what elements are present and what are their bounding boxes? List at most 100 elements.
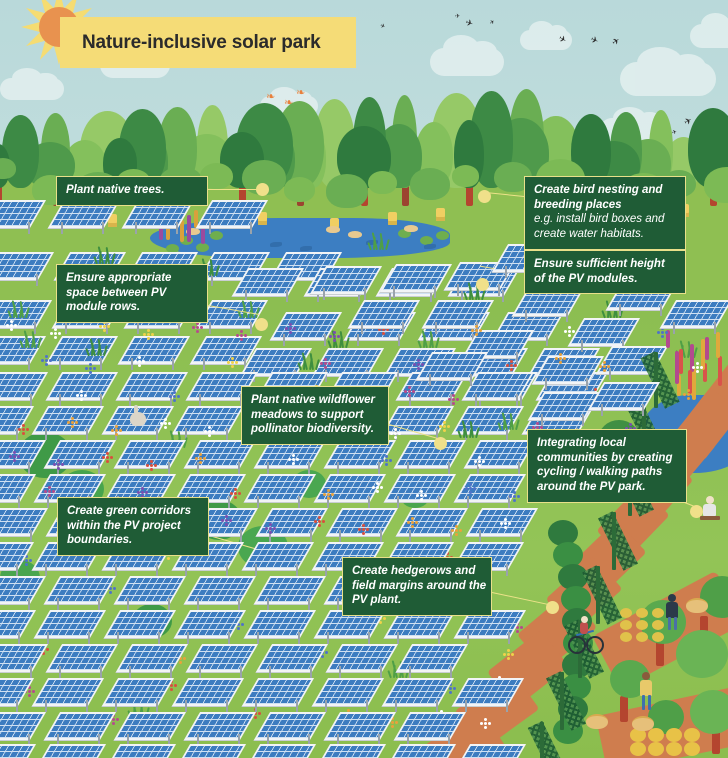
wildflower xyxy=(195,453,207,465)
callout-line: communities by creating xyxy=(537,451,673,464)
wildflower xyxy=(381,455,393,467)
solar-panel xyxy=(45,644,119,678)
wildflower xyxy=(474,456,486,468)
solar-panel xyxy=(33,744,107,758)
spire-flower xyxy=(705,337,709,360)
wildflower xyxy=(407,517,419,529)
solar-panel xyxy=(393,440,467,474)
solar-panel xyxy=(347,300,421,334)
crop-plant xyxy=(620,632,632,642)
pumpkin xyxy=(684,742,700,756)
fence-post xyxy=(612,512,616,570)
person-picking xyxy=(638,672,656,710)
callout-line: boundaries. xyxy=(67,534,133,547)
solar-panel xyxy=(123,300,197,334)
callout-line: space between PV xyxy=(66,286,167,299)
callout-line: within the PV project xyxy=(67,519,181,532)
solar-panel xyxy=(313,474,387,508)
spire-flower xyxy=(679,349,683,374)
solar-panel xyxy=(113,712,187,746)
solar-panel xyxy=(447,268,521,302)
crop-plant xyxy=(636,608,648,618)
wildflower xyxy=(448,394,460,406)
callout-leader-line xyxy=(208,189,262,190)
wildflower xyxy=(111,425,123,437)
tree-trunk xyxy=(700,616,708,642)
callout-line: Create hedgerows and xyxy=(352,565,476,577)
solar-panel xyxy=(241,542,315,576)
solar-panel xyxy=(395,508,469,542)
tree-trunk xyxy=(712,728,720,754)
callout-anchor-dot xyxy=(546,601,559,614)
pumpkin xyxy=(630,728,646,742)
solar-panel xyxy=(395,644,469,678)
solar-panel xyxy=(47,200,121,234)
grass-clump xyxy=(367,232,392,251)
solar-panel xyxy=(195,200,269,234)
wildflower xyxy=(160,418,172,430)
solar-panel xyxy=(0,252,55,286)
fence-post xyxy=(560,672,564,730)
spire-flower xyxy=(675,351,679,384)
grass-clump xyxy=(93,246,118,265)
tree-trunk xyxy=(620,696,628,722)
solar-panel xyxy=(121,200,195,234)
wildflower xyxy=(236,330,248,342)
solar-panel xyxy=(0,610,37,644)
callout-anchor-dot xyxy=(690,505,703,518)
tree-trunk xyxy=(656,640,664,666)
solar-panel xyxy=(465,508,539,542)
wildflower xyxy=(506,360,518,372)
wildflower xyxy=(204,426,216,438)
callout-line: module rows. xyxy=(66,301,141,314)
fence-post xyxy=(654,352,658,408)
wildflower xyxy=(555,353,567,365)
shrub xyxy=(690,690,728,734)
solar-panel xyxy=(0,474,37,508)
wildflower xyxy=(50,328,62,340)
callout-line: Plant native wildflower xyxy=(251,394,375,406)
wildflower xyxy=(358,524,370,536)
solar-panel xyxy=(115,644,189,678)
crop-plant xyxy=(652,632,664,642)
harvest-basket xyxy=(632,716,654,731)
solar-panel xyxy=(31,542,105,576)
solar-panel xyxy=(231,268,305,302)
wildflower xyxy=(221,515,233,527)
callout-line: breeding places xyxy=(534,198,622,211)
spire-flower xyxy=(718,356,722,386)
solar-panel xyxy=(43,576,117,610)
callout-anchor-dot xyxy=(255,318,268,331)
wildflower xyxy=(503,649,515,661)
solar-panel xyxy=(0,576,47,610)
wildflower xyxy=(404,386,416,398)
solar-panel xyxy=(313,744,387,758)
solar-panel xyxy=(587,382,661,416)
pumpkin xyxy=(666,728,682,742)
wildflower xyxy=(265,523,277,535)
pumpkin xyxy=(648,742,664,756)
spire-flower xyxy=(666,330,670,348)
crop-plant xyxy=(652,620,664,630)
solar-panel xyxy=(31,678,105,712)
wildflower xyxy=(6,320,18,332)
solar-panel xyxy=(325,508,399,542)
page-title: Nature-inclusive solar park xyxy=(60,17,356,68)
solar-panel xyxy=(393,712,467,746)
wildflower xyxy=(285,323,297,335)
shrub xyxy=(553,542,584,568)
wildflower xyxy=(509,491,521,503)
solar-panel xyxy=(185,644,259,678)
grass-clump xyxy=(85,338,110,357)
solar-panel xyxy=(173,610,247,644)
solar-panel xyxy=(33,610,107,644)
solar-panel xyxy=(255,508,329,542)
solar-panel xyxy=(511,288,585,322)
wildflower xyxy=(227,357,239,369)
wildflower xyxy=(85,363,97,375)
solar-panel xyxy=(189,336,263,370)
spire-flower xyxy=(703,363,707,382)
wildflower xyxy=(323,489,335,501)
solar-panel xyxy=(375,268,449,302)
grass-clump xyxy=(297,352,322,371)
